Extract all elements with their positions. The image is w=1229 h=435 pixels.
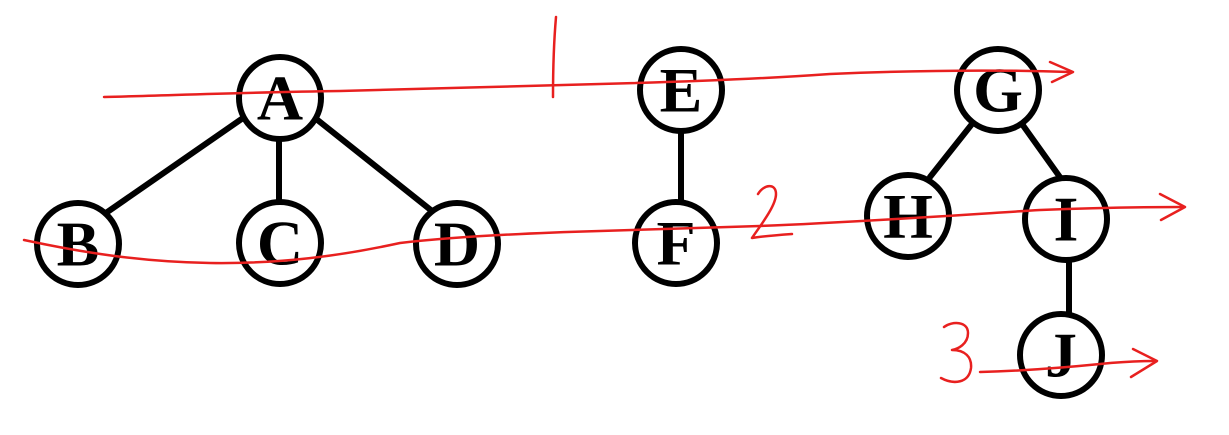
node-d: D <box>413 200 501 288</box>
node-b-circle <box>34 200 122 288</box>
level-3-traversal-line <box>978 359 1157 374</box>
node-e-label: E <box>660 55 703 126</box>
node-i: I <box>1022 175 1110 263</box>
level-3-annotation: 3 <box>0 0 1159 384</box>
level-3-label: 3 <box>0 0 1 1</box>
level-1-traversal-line <box>102 69 1072 99</box>
level-3-arrowhead <box>1129 347 1159 379</box>
edge-g-h <box>927 121 975 180</box>
node-f-circle <box>632 199 720 287</box>
node-j-label: J <box>1045 320 1077 391</box>
level-2-arrowhead <box>1158 192 1187 222</box>
node-e: E <box>637 46 725 134</box>
edge-g-i <box>1019 121 1065 183</box>
edge-a-d <box>312 115 435 214</box>
edge-a-b <box>100 115 246 218</box>
node-b: B <box>34 200 122 288</box>
node-b-label: B <box>57 209 100 280</box>
node-g: G <box>954 46 1042 134</box>
node-j-circle <box>1017 311 1105 399</box>
level-1-annotation: 1 <box>0 0 1075 99</box>
node-j: J <box>1017 311 1105 399</box>
node-i-label: I <box>1054 184 1079 255</box>
node-a: A <box>236 54 324 142</box>
level-2-numeral-2 <box>750 184 794 240</box>
level-3-numeral-3 <box>939 321 973 384</box>
node-f-label: F <box>656 208 695 279</box>
node-d-circle <box>413 200 501 288</box>
node-g-label: G <box>973 55 1023 126</box>
level-2-label: 2 <box>0 0 1 1</box>
node-c-label: C <box>257 208 303 279</box>
node-e-circle <box>637 46 725 134</box>
level-2-traversal-line <box>22 205 1185 265</box>
node-f: F <box>632 199 720 287</box>
level-1-label: 1 <box>0 0 1 1</box>
node-a-label: A <box>257 63 303 134</box>
level-1-numeral-1 <box>551 15 558 99</box>
node-d-label: D <box>434 209 480 280</box>
node-a-circle <box>236 54 324 142</box>
node-c: C <box>236 199 324 287</box>
level-1-arrowhead <box>1048 60 1075 84</box>
level-2-annotation: 2 <box>0 0 1187 265</box>
tree-edges <box>100 115 1072 316</box>
node-c-circle <box>236 199 324 287</box>
node-i-circle <box>1022 175 1110 263</box>
node-h-label: H <box>883 181 933 252</box>
